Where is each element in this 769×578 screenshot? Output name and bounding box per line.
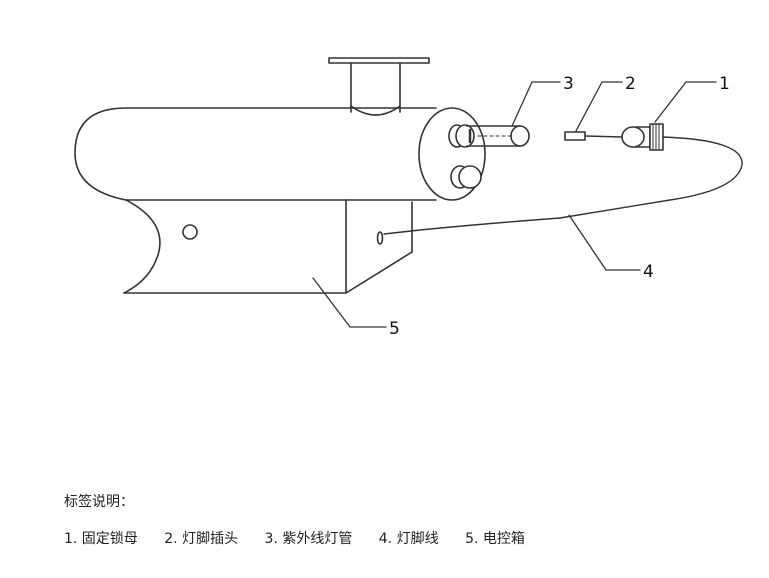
- callout-4: 4: [643, 262, 654, 282]
- legend-list: 1. 固定锁母 2. 灯脚插头 3. 紫外线灯管 4. 灯脚线 5. 电控箱: [64, 528, 547, 548]
- leader-5: [312, 277, 387, 328]
- outlet-pipe: [328, 57, 430, 116]
- leader-2: [575, 81, 623, 132]
- lower-lamp-socket: [450, 165, 482, 189]
- sterilizer-chamber: [74, 107, 486, 201]
- callout-3: 3: [563, 74, 574, 94]
- box-screw-hole: [182, 224, 198, 240]
- fixing-lock-nut: [621, 123, 664, 151]
- callout-5: 5: [389, 319, 400, 339]
- leader-lines: [312, 81, 717, 328]
- callout-2: 2: [625, 74, 636, 94]
- control-box: [123, 199, 413, 294]
- uv-lamp-tube: [448, 124, 530, 148]
- legend-item: 3. 紫外线灯管: [264, 531, 353, 547]
- leader-4: [568, 214, 641, 271]
- legend-item: 5. 电控箱: [465, 531, 525, 547]
- leader-1: [654, 81, 717, 123]
- callout-1: 1: [719, 74, 730, 94]
- lamp-base-plug: [564, 131, 586, 141]
- legend-title: 标签说明：: [64, 494, 134, 510]
- legend-item: 4. 灯脚线: [378, 531, 439, 547]
- legend-item: 2. 灯脚插头: [164, 531, 239, 547]
- legend-item: 1. 固定锁母: [64, 531, 138, 547]
- cable-grommet: [376, 231, 384, 245]
- lamp-base-wire: [383, 135, 743, 235]
- uv-sterilizer-diagram: 1 2 3 4 5: [74, 57, 743, 339]
- leader-3: [511, 81, 561, 127]
